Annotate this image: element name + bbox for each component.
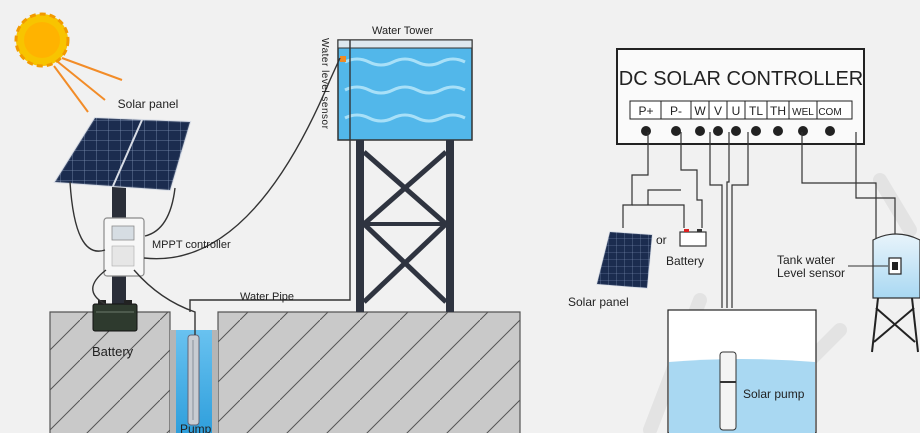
right-wires	[622, 132, 896, 308]
left-solar-panel	[53, 116, 192, 192]
terminal-label: TH	[770, 104, 786, 118]
solar-panel-label: Solar panel	[118, 97, 179, 111]
right-solar-panel-label: Solar panel	[568, 295, 629, 309]
terminal-screw	[825, 126, 835, 136]
terminal-screw	[731, 126, 741, 136]
water-pipe-label: Water Pipe	[240, 291, 294, 303]
terminal-label: TL	[749, 104, 763, 118]
tank-water-tower	[871, 233, 920, 353]
left-wires	[69, 40, 351, 335]
terminal-screw	[798, 126, 808, 136]
terminal-label: U	[732, 104, 741, 118]
terminal-screw	[671, 126, 681, 136]
terminal-screw	[713, 126, 723, 136]
terminal-label: V	[714, 104, 722, 118]
right-well	[667, 309, 817, 433]
left-battery	[92, 300, 138, 332]
right-battery-icon	[679, 229, 707, 247]
dc-solar-controller	[616, 48, 865, 145]
or-label: or	[656, 233, 667, 247]
ground	[49, 311, 521, 433]
sun-rays	[53, 57, 123, 113]
terminal-label: COM	[818, 107, 841, 118]
tank-label-line1: Tank water	[777, 253, 835, 267]
terminal-label: W	[694, 104, 706, 118]
well	[176, 330, 212, 433]
mppt-controller-label: MPPT controller	[152, 239, 231, 251]
water-tower-label: Water Tower	[372, 25, 433, 37]
tank-label-line2: Level sensor	[777, 266, 845, 280]
terminal-label: P-	[670, 104, 682, 118]
right-solar-panel	[596, 231, 653, 289]
terminal-label: WEL	[792, 107, 814, 118]
right-battery-label: Battery	[666, 254, 704, 268]
water-level-sensor-label: Water level sensor	[319, 38, 330, 130]
terminal-screw	[641, 126, 651, 136]
battery-label: Battery	[92, 344, 134, 359]
sun-icon	[14, 12, 70, 68]
terminal-screw	[751, 126, 761, 136]
water-level-sensor-icon	[340, 56, 346, 62]
water-tower	[337, 39, 473, 312]
terminal-screw	[773, 126, 783, 136]
solar-pump-label: Solar pump	[743, 387, 805, 401]
terminal-screw	[695, 126, 705, 136]
controller-title: DC SOLAR CONTROLLER	[619, 68, 864, 90]
mppt-controller	[103, 217, 145, 277]
terminal-label: P+	[638, 104, 653, 118]
pump-label: Pump	[180, 422, 212, 433]
